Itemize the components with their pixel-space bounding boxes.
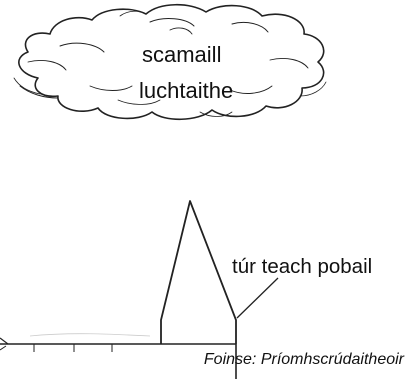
ground bbox=[0, 333, 237, 379]
spire-label: túr teach pobail bbox=[232, 255, 373, 278]
spire-outline bbox=[160, 200, 237, 344]
charged-cloud bbox=[13, 3, 327, 121]
cloud-outline bbox=[18, 3, 325, 121]
cloud-label-line2: luchtaithe bbox=[139, 78, 234, 103]
spire-leader-line bbox=[236, 277, 279, 319]
church-spire bbox=[160, 200, 237, 344]
cloud-label-line1: scamaill bbox=[142, 42, 222, 67]
source-caption: Foinse: Príomhscrúdaitheoir bbox=[203, 351, 404, 368]
